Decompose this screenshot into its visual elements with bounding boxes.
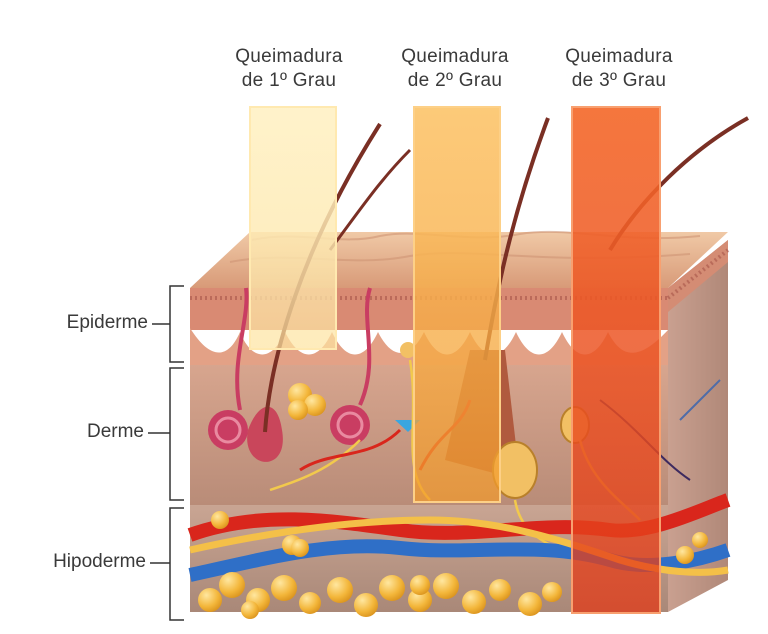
burn-bar-2nd-degree (413, 106, 501, 503)
fat-lobule (462, 590, 486, 614)
fat-lobule (518, 592, 542, 616)
burn-bar-3rd-degree (571, 106, 661, 614)
burn-title-3rd-line2: de 3º Grau (571, 70, 667, 91)
layer-brackets (148, 285, 184, 621)
burn-title-1st-line2: de 1º Grau (241, 70, 337, 91)
fat-lobule (433, 573, 459, 599)
burn-title-3rd-line1: Queimadura (565, 46, 673, 67)
burn-title-2nd-line2: de 2º Grau (407, 70, 503, 91)
burn-title-2nd-line1: Queimadura (401, 46, 509, 67)
fat-lobule (241, 601, 259, 619)
fat-lobule (676, 546, 694, 564)
fat-lobule (299, 592, 321, 614)
bracket-hipoderme (169, 507, 184, 621)
fat-lobule (489, 579, 511, 601)
layer-label-epiderme: Epiderme (66, 312, 148, 333)
fat-lobule (211, 511, 229, 529)
fat-lobule (408, 588, 432, 612)
fat-lobule (291, 539, 309, 557)
fat-lobule (271, 575, 297, 601)
fat-tissue (198, 511, 708, 619)
layer-label-hipoderme: Hipoderme (53, 551, 146, 572)
burn-title-3rd: Queimadura de 3º Grau (544, 45, 694, 93)
fat-lobule (379, 575, 405, 601)
fat-lobule (410, 575, 430, 595)
bracket-derme (169, 367, 184, 501)
fat-lobule (327, 577, 353, 603)
fat-lobule (542, 582, 562, 602)
bracket-epiderme (169, 285, 184, 363)
burn-title-1st: Queimadura de 1º Grau (214, 45, 364, 93)
fat-lobule (219, 572, 245, 598)
fat-lobule (692, 532, 708, 548)
fat-lobule (354, 593, 378, 617)
sweat-glands (208, 287, 372, 450)
burn-title-2nd: Queimadura de 2º Grau (380, 45, 530, 93)
burn-title-1st-line1: Queimadura (235, 46, 343, 67)
burn-bar-1st-degree (249, 106, 337, 350)
layer-label-derme: Derme (86, 421, 144, 442)
burn-depth-bars (249, 106, 661, 614)
fat-lobule (198, 588, 222, 612)
